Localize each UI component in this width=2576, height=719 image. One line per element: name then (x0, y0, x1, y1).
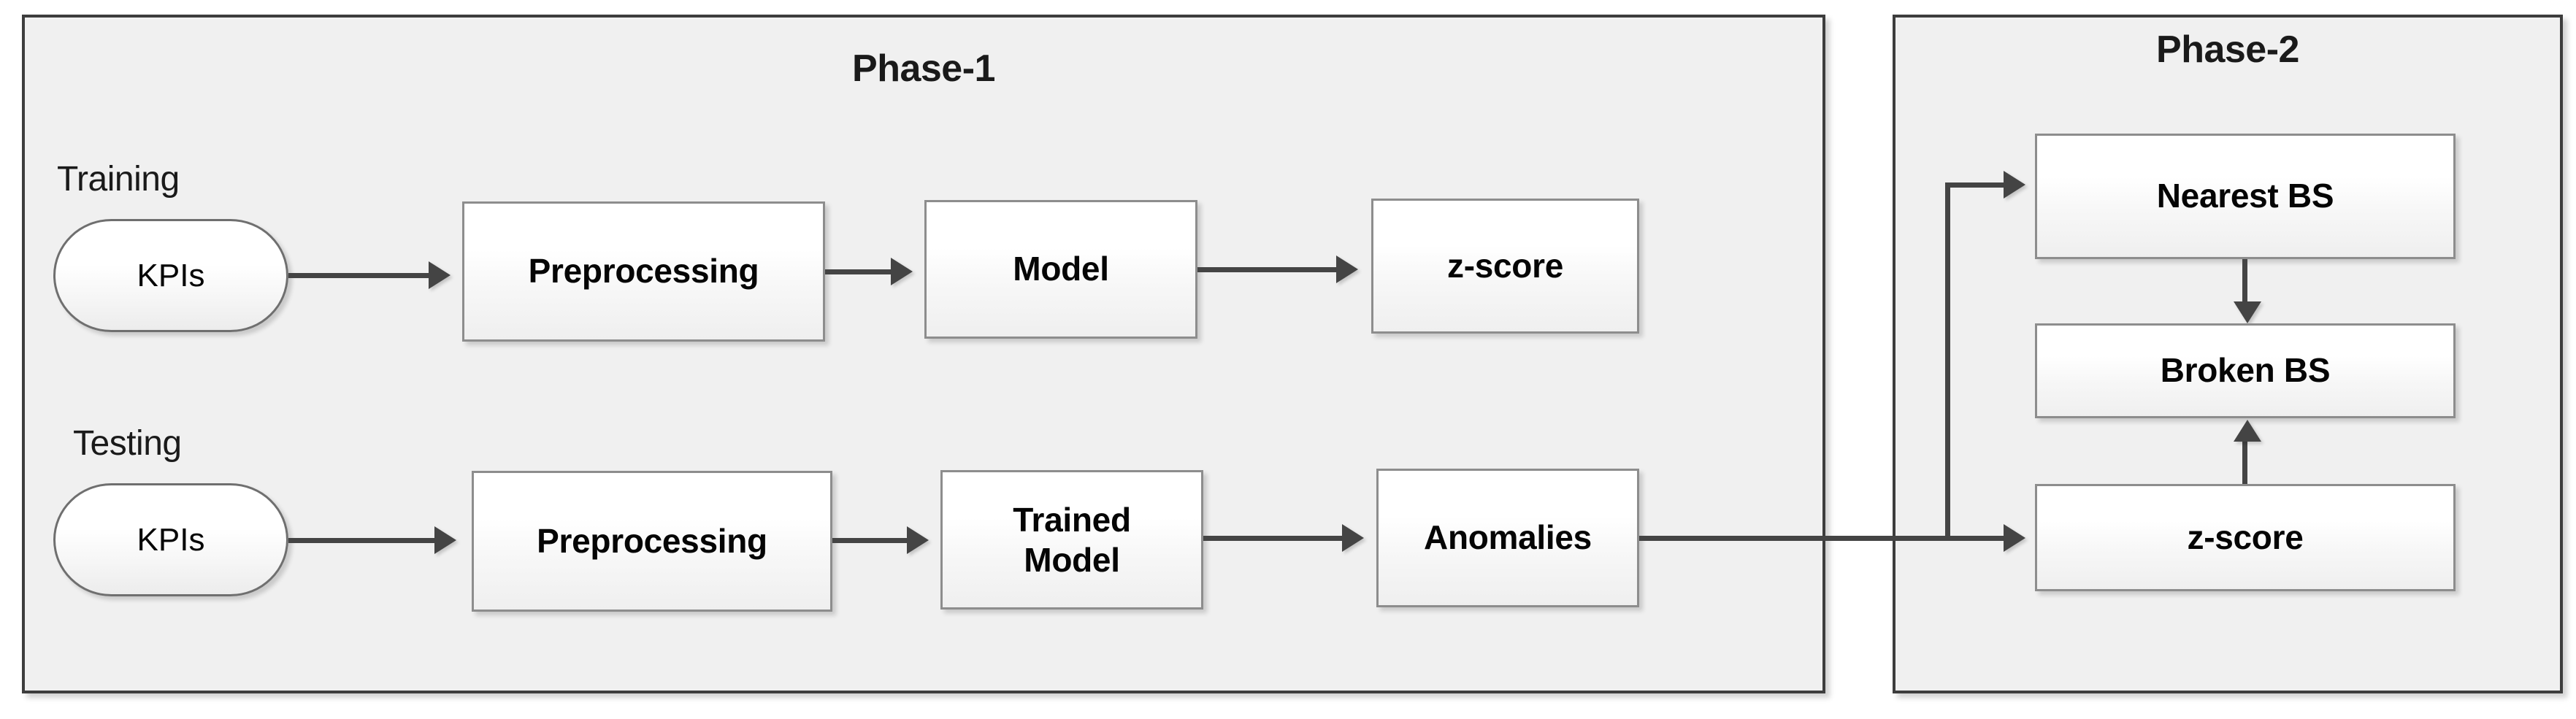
training-kpis-datastore: KPIs (53, 219, 288, 332)
phase-2-title: Phase-2 (2156, 28, 2299, 71)
testing-caption: Testing (73, 424, 182, 463)
arrow-phase2-zscore-to-broken-bs (2234, 420, 2261, 442)
arrow-training-preprocessing-to-model (891, 258, 913, 285)
arrow-training-model-to-zscore (1336, 255, 1358, 283)
training-caption: Training (57, 160, 180, 199)
arrow-bus-to-phase2-zscore (2004, 524, 2025, 552)
training-zscore-node: z-score (1371, 199, 1639, 334)
connector-phase2-branch-riser (1945, 182, 1950, 541)
arrow-testing-preprocessing-to-trained-model (907, 526, 929, 554)
broken-bs-node: Broken BS (2035, 323, 2456, 418)
arrow-branch-to-nearest-bs (2004, 171, 2025, 199)
connector-testing-preprocessing-to-trained-model (832, 538, 907, 543)
phase2-zscore-node: z-score (2035, 484, 2456, 591)
phase-1-title: Phase-1 (852, 47, 995, 90)
connector-anomalies-to-phase2-bus (1639, 536, 1998, 541)
arrow-nearest-bs-to-broken-bs (2234, 301, 2261, 323)
connector-training-preprocessing-to-model (825, 269, 891, 274)
connector-phase2-zscore-to-broken-bs (2242, 442, 2247, 484)
trained-model-label-line1: Trained (1013, 501, 1131, 539)
arrow-trained-model-to-anomalies (1342, 524, 1364, 552)
connector-bus-to-phase2-zscore (1945, 536, 2004, 541)
trained-model-node: Trained Model (940, 470, 1203, 610)
connector-nearest-bs-to-broken-bs (2242, 259, 2247, 301)
connector-trained-model-to-anomalies (1203, 536, 1342, 541)
arrow-testing-kpis-to-preprocessing (434, 526, 456, 554)
training-preprocessing-node: Preprocessing (462, 201, 825, 342)
connector-branch-to-nearest-bs (1945, 182, 2004, 188)
connector-training-model-to-zscore (1197, 267, 1336, 272)
anomalies-node: Anomalies (1376, 469, 1639, 607)
nearest-bs-node: Nearest BS (2035, 134, 2456, 259)
arrow-training-kpis-to-preprocessing (429, 261, 451, 289)
testing-kpis-datastore: KPIs (53, 483, 288, 596)
phase-1-panel: Phase-1 (22, 15, 1825, 693)
testing-preprocessing-node: Preprocessing (472, 471, 832, 612)
trained-model-label-line2: Model (1024, 540, 1120, 579)
connector-training-kpis-to-preprocessing (288, 273, 429, 278)
connector-testing-kpis-to-preprocessing (288, 538, 434, 543)
training-model-node: Model (924, 200, 1197, 339)
